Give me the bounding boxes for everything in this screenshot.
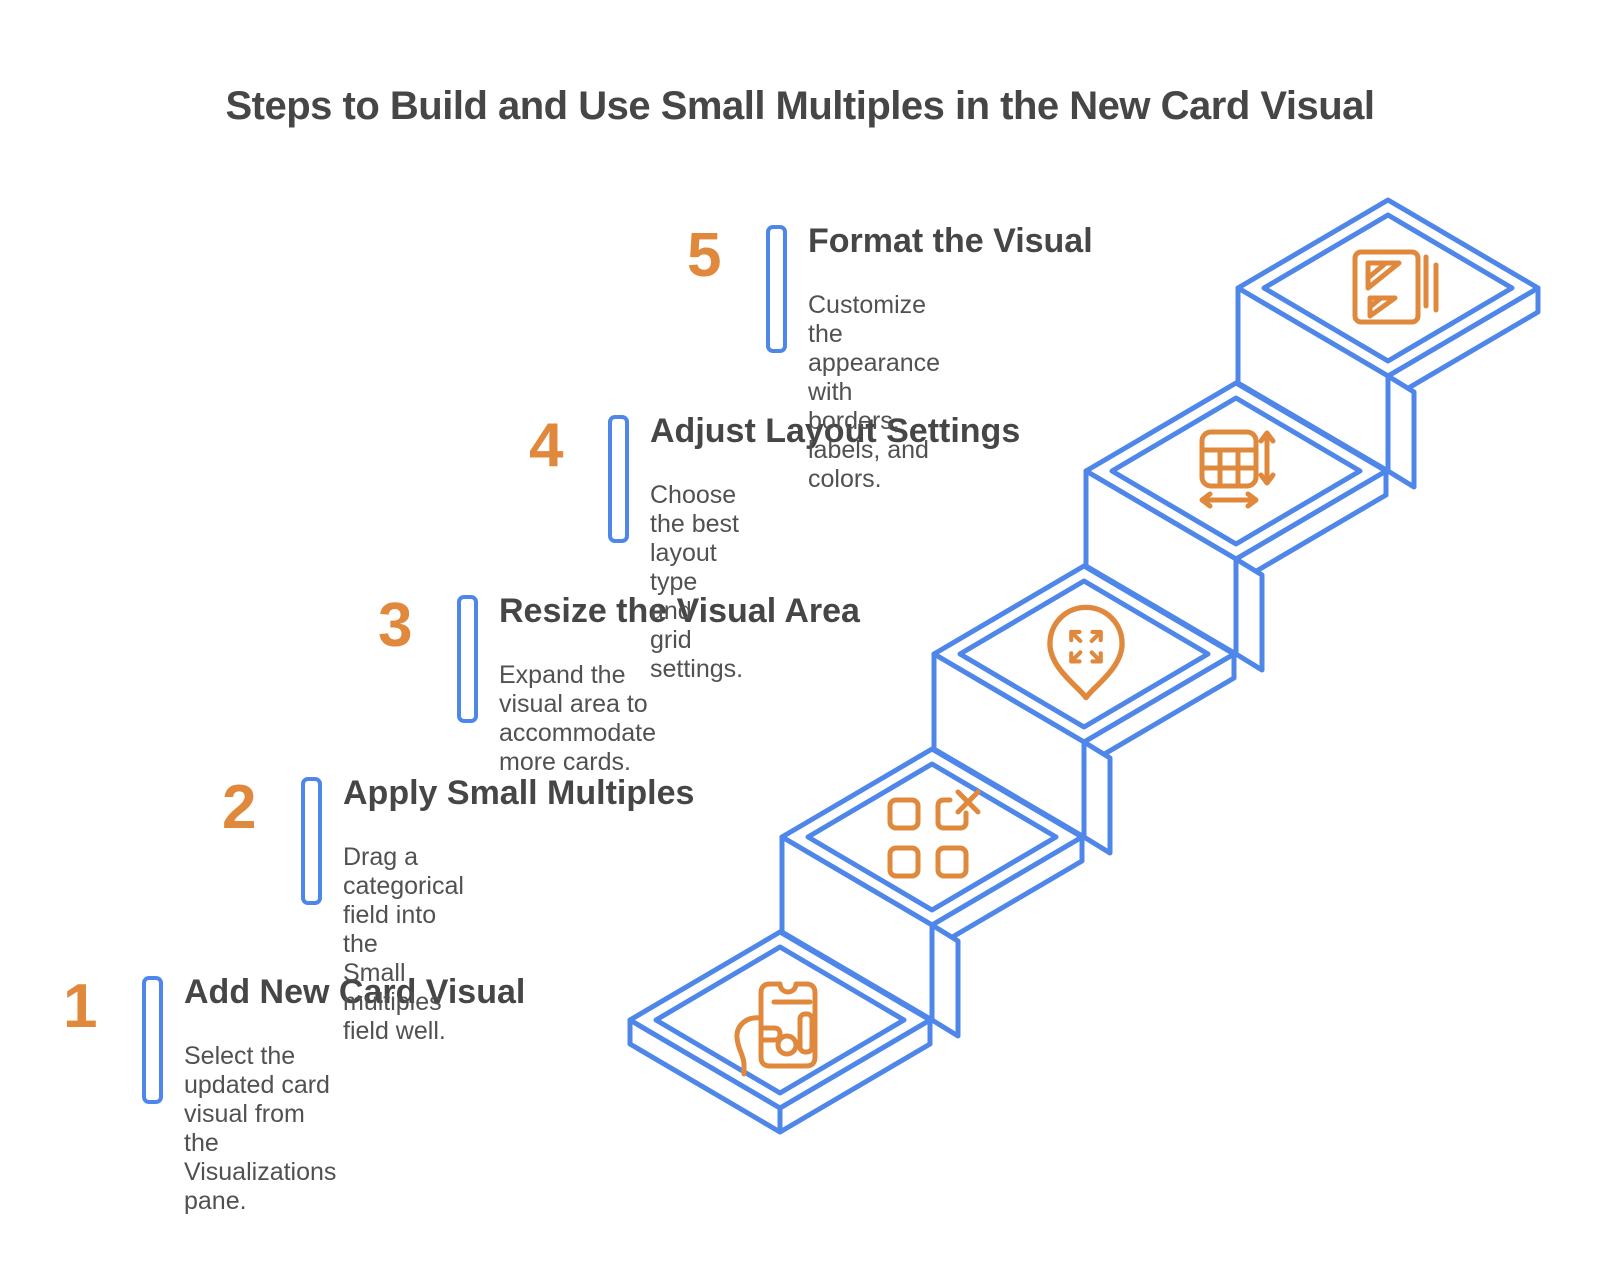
- step-title: Resize the Visual Area: [499, 592, 860, 630]
- expand-area-pin-icon: [1047, 604, 1125, 701]
- step-title: Format the Visual: [808, 222, 1093, 260]
- step-title: Apply Small Multiples: [343, 774, 695, 812]
- step-accent-bar: [142, 976, 163, 1104]
- step-description: Choose the best layout type and grid set…: [650, 481, 744, 683]
- step-number: 5: [687, 221, 722, 290]
- step-description: Drag a categorical field into the Small …: [343, 843, 464, 1045]
- step-number: 3: [378, 591, 413, 660]
- step-accent-bar: [608, 415, 629, 543]
- step-accent-bar: [766, 225, 787, 353]
- step-number: 4: [529, 411, 564, 480]
- format-document-icon: [1352, 249, 1439, 325]
- card-visual-icon: [734, 981, 818, 1077]
- layout-grid-resize-icon: [1199, 429, 1276, 509]
- step-description: Select the updated card visual from the …: [184, 1042, 337, 1215]
- step-number: 2: [222, 773, 257, 842]
- step-accent-bar: [301, 777, 322, 905]
- step-title: Adjust Layout Settings: [650, 412, 1021, 450]
- step-number: 1: [63, 972, 98, 1041]
- step-accent-bar: [457, 595, 478, 723]
- page-title: Steps to Build and Use Small Multiples i…: [225, 84, 1376, 128]
- step-title: Add New Card Visual: [184, 973, 526, 1011]
- small-multiples-icon: [887, 789, 981, 879]
- riser-4-3: [1083, 468, 1265, 673]
- step-description: Customize the appearance with borders, l…: [808, 291, 941, 493]
- step-description: Expand the visual area to accommodate mo…: [499, 661, 657, 776]
